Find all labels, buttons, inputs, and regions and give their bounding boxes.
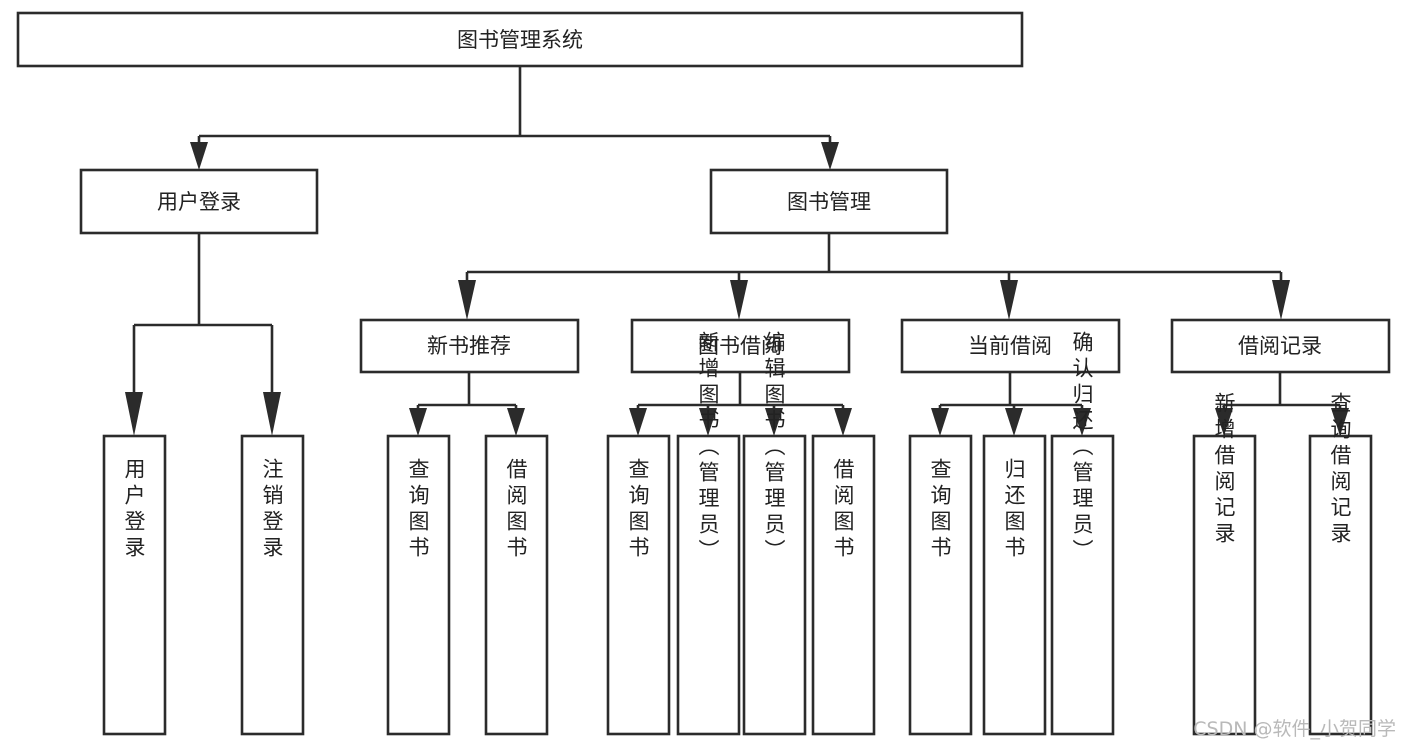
leaf-node-confirm-return-box[interactable] xyxy=(1050,434,1115,736)
leaf-node-user-logout-box[interactable] xyxy=(240,434,305,736)
leaf-node-return-book[interactable]: 归还图书 xyxy=(982,434,1047,736)
leaf-node-return-book-box[interactable] xyxy=(982,434,1047,736)
leaf-node-query-record-label: 查询借阅记录 xyxy=(1328,392,1352,548)
leaf-node-borrow-book-1-label: 借阅图书 xyxy=(504,458,528,562)
node-borrow-record[interactable]: 借阅记录 xyxy=(1170,318,1391,374)
leaf-node-query-book-3-box[interactable] xyxy=(908,434,973,736)
leaf-node-query-record[interactable]: 查询借阅记录 xyxy=(1308,392,1373,736)
leaf-node-confirm-return[interactable]: 确认归还（管理员） xyxy=(1050,331,1115,736)
leaf-node-edit-book-box[interactable] xyxy=(742,434,807,736)
leaf-node-borrow-book-2-box[interactable] xyxy=(811,434,876,736)
node-user-login[interactable]: 用户登录 xyxy=(79,168,319,235)
leaf-node-edit-book[interactable]: 编辑图书（管理员） xyxy=(742,331,807,736)
arrow-to-current-borrow xyxy=(1000,280,1018,320)
leaf-node-query-book-2-box[interactable] xyxy=(606,434,671,736)
leaf-node-query-book-1-label: 查询图书 xyxy=(406,458,430,562)
leaf-node-return-book-label: 归还图书 xyxy=(1002,458,1026,562)
node-book-manage-label: 图书管理 xyxy=(787,190,871,214)
arrow-to-leaf-add-book xyxy=(699,408,717,436)
leaf-node-user-login[interactable]: 用户登录 xyxy=(102,434,167,736)
leaf-node-user-logout[interactable]: 注销登录 xyxy=(240,434,305,736)
arrow-to-leaf-query-book-2 xyxy=(629,408,647,436)
arrow-to-leaf-borrow-book-2 xyxy=(834,408,852,436)
arrow-to-leaf-query-book-1 xyxy=(409,408,427,436)
leaf-node-edit-book-label: 编辑图书（管理员） xyxy=(762,331,786,565)
leaf-node-query-book-1[interactable]: 查询图书 xyxy=(386,434,451,736)
arrow-to-leaf-confirm-return xyxy=(1073,408,1091,436)
arrow-to-book-borrow xyxy=(730,280,748,320)
node-root[interactable]: 图书管理系统 xyxy=(16,11,1024,68)
node-borrow-record-label: 借阅记录 xyxy=(1238,334,1322,358)
node-current-borrow-box[interactable] xyxy=(900,318,1121,374)
arrow-to-user-login xyxy=(190,142,208,170)
leaf-node-add-book-box[interactable] xyxy=(676,434,741,736)
leaf-node-add-record-box[interactable] xyxy=(1192,434,1257,736)
arrow-to-borrow-record xyxy=(1272,280,1290,320)
node-borrow-record-box[interactable] xyxy=(1170,318,1391,374)
node-current-borrow-label: 当前借阅 xyxy=(968,334,1052,358)
leaf-node-confirm-return-label: 确认归还（管理员） xyxy=(1070,331,1094,565)
arrow-to-leaf-query-book-3 xyxy=(931,408,949,436)
leaf-node-borrow-book-1[interactable]: 借阅图书 xyxy=(484,434,549,736)
leaf-node-query-book-3[interactable]: 查询图书 xyxy=(908,434,973,736)
node-book-borrow[interactable]: 图书借阅 xyxy=(630,318,851,374)
leaf-node-query-book-2[interactable]: 查询图书 xyxy=(606,434,671,736)
csdn-watermark: CSDN @软件_小贺同学 xyxy=(1193,718,1396,740)
node-new-book-rec-label: 新书推荐 xyxy=(427,334,511,358)
arrow-to-new-book-rec xyxy=(458,280,476,320)
arrow-to-leaf-borrow-book-1 xyxy=(507,408,525,436)
leaf-node-query-record-box[interactable] xyxy=(1308,434,1373,736)
leaf-node-add-record-label: 新增借阅记录 xyxy=(1212,392,1236,548)
node-new-book-rec-box[interactable] xyxy=(359,318,580,374)
node-new-book-rec[interactable]: 新书推荐 xyxy=(359,318,580,374)
node-user-login-label: 用户登录 xyxy=(157,190,241,214)
leaf-node-borrow-book-1-box[interactable] xyxy=(484,434,549,736)
leaf-node-query-book-1-box[interactable] xyxy=(386,434,451,736)
arrow-to-leaf-query-record xyxy=(1331,408,1349,436)
node-book-manage[interactable]: 图书管理 xyxy=(709,168,949,235)
leaf-node-add-book-label: 新增图书（管理员） xyxy=(696,331,720,565)
leaf-node-query-book-2-label: 查询图书 xyxy=(626,458,650,562)
arrow-to-leaf-edit-book xyxy=(765,408,783,436)
leaf-node-user-logout-label: 注销登录 xyxy=(260,458,284,562)
leaf-node-user-login-box[interactable] xyxy=(102,434,167,736)
node-book-manage-box[interactable] xyxy=(709,168,949,235)
arrow-to-leaf-user-login xyxy=(125,392,143,436)
leaf-node-user-login-label: 用户登录 xyxy=(122,458,146,562)
leaf-node-add-book[interactable]: 新增图书（管理员） xyxy=(676,331,741,736)
arrow-to-leaf-user-logout xyxy=(263,392,281,436)
node-root-label: 图书管理系统 xyxy=(457,28,583,52)
node-root-box[interactable] xyxy=(16,11,1024,68)
arrow-to-leaf-add-record xyxy=(1215,408,1233,436)
leaf-node-add-record[interactable]: 新增借阅记录 xyxy=(1192,392,1257,736)
node-book-borrow-box[interactable] xyxy=(630,318,851,374)
arrow-to-leaf-return-book xyxy=(1005,408,1023,436)
leaf-node-borrow-book-2[interactable]: 借阅图书 xyxy=(811,434,876,736)
arrow-to-book-manage xyxy=(821,142,839,170)
leaf-node-borrow-book-2-label: 借阅图书 xyxy=(831,458,855,562)
node-current-borrow[interactable]: 当前借阅 xyxy=(900,318,1121,374)
leaf-node-query-book-3-label: 查询图书 xyxy=(928,458,952,562)
node-book-borrow-label: 图书借阅 xyxy=(698,334,782,358)
